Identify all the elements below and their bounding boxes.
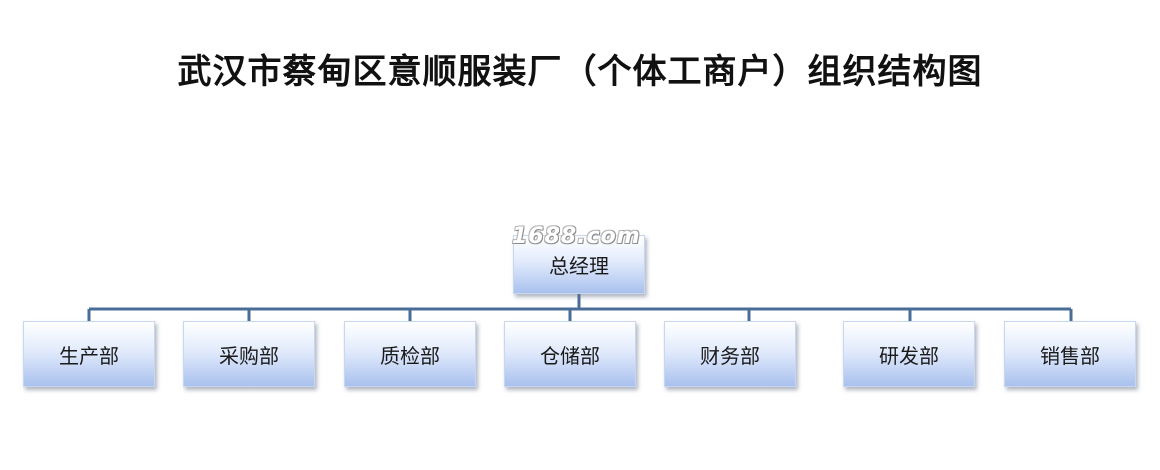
node-warehouse-dept: 仓储部: [504, 321, 636, 387]
chart-title: 武汉市蔡甸区意顺服装厂（个体工商户）组织结构图: [177, 52, 983, 92]
node-label: 财务部: [700, 343, 760, 368]
node-general-manager: 总经理: [513, 235, 645, 294]
watermark-logo: 1688.com: [512, 224, 641, 249]
node-label: 总经理: [549, 254, 609, 278]
node-label: 质检部: [380, 343, 440, 368]
node-finance-dept: 财务部: [664, 321, 796, 387]
node-production-dept: 生产部: [23, 321, 155, 387]
node-label: 销售部: [1040, 343, 1100, 368]
node-label: 仓储部: [540, 343, 600, 368]
node-quality-dept: 质检部: [344, 321, 476, 387]
node-label: 生产部: [59, 343, 119, 368]
node-rnd-dept: 研发部: [843, 321, 975, 387]
node-sales-dept: 销售部: [1004, 321, 1136, 387]
node-label: 研发部: [879, 343, 939, 368]
node-label: 采购部: [219, 343, 279, 368]
node-purchasing-dept: 采购部: [183, 321, 315, 387]
